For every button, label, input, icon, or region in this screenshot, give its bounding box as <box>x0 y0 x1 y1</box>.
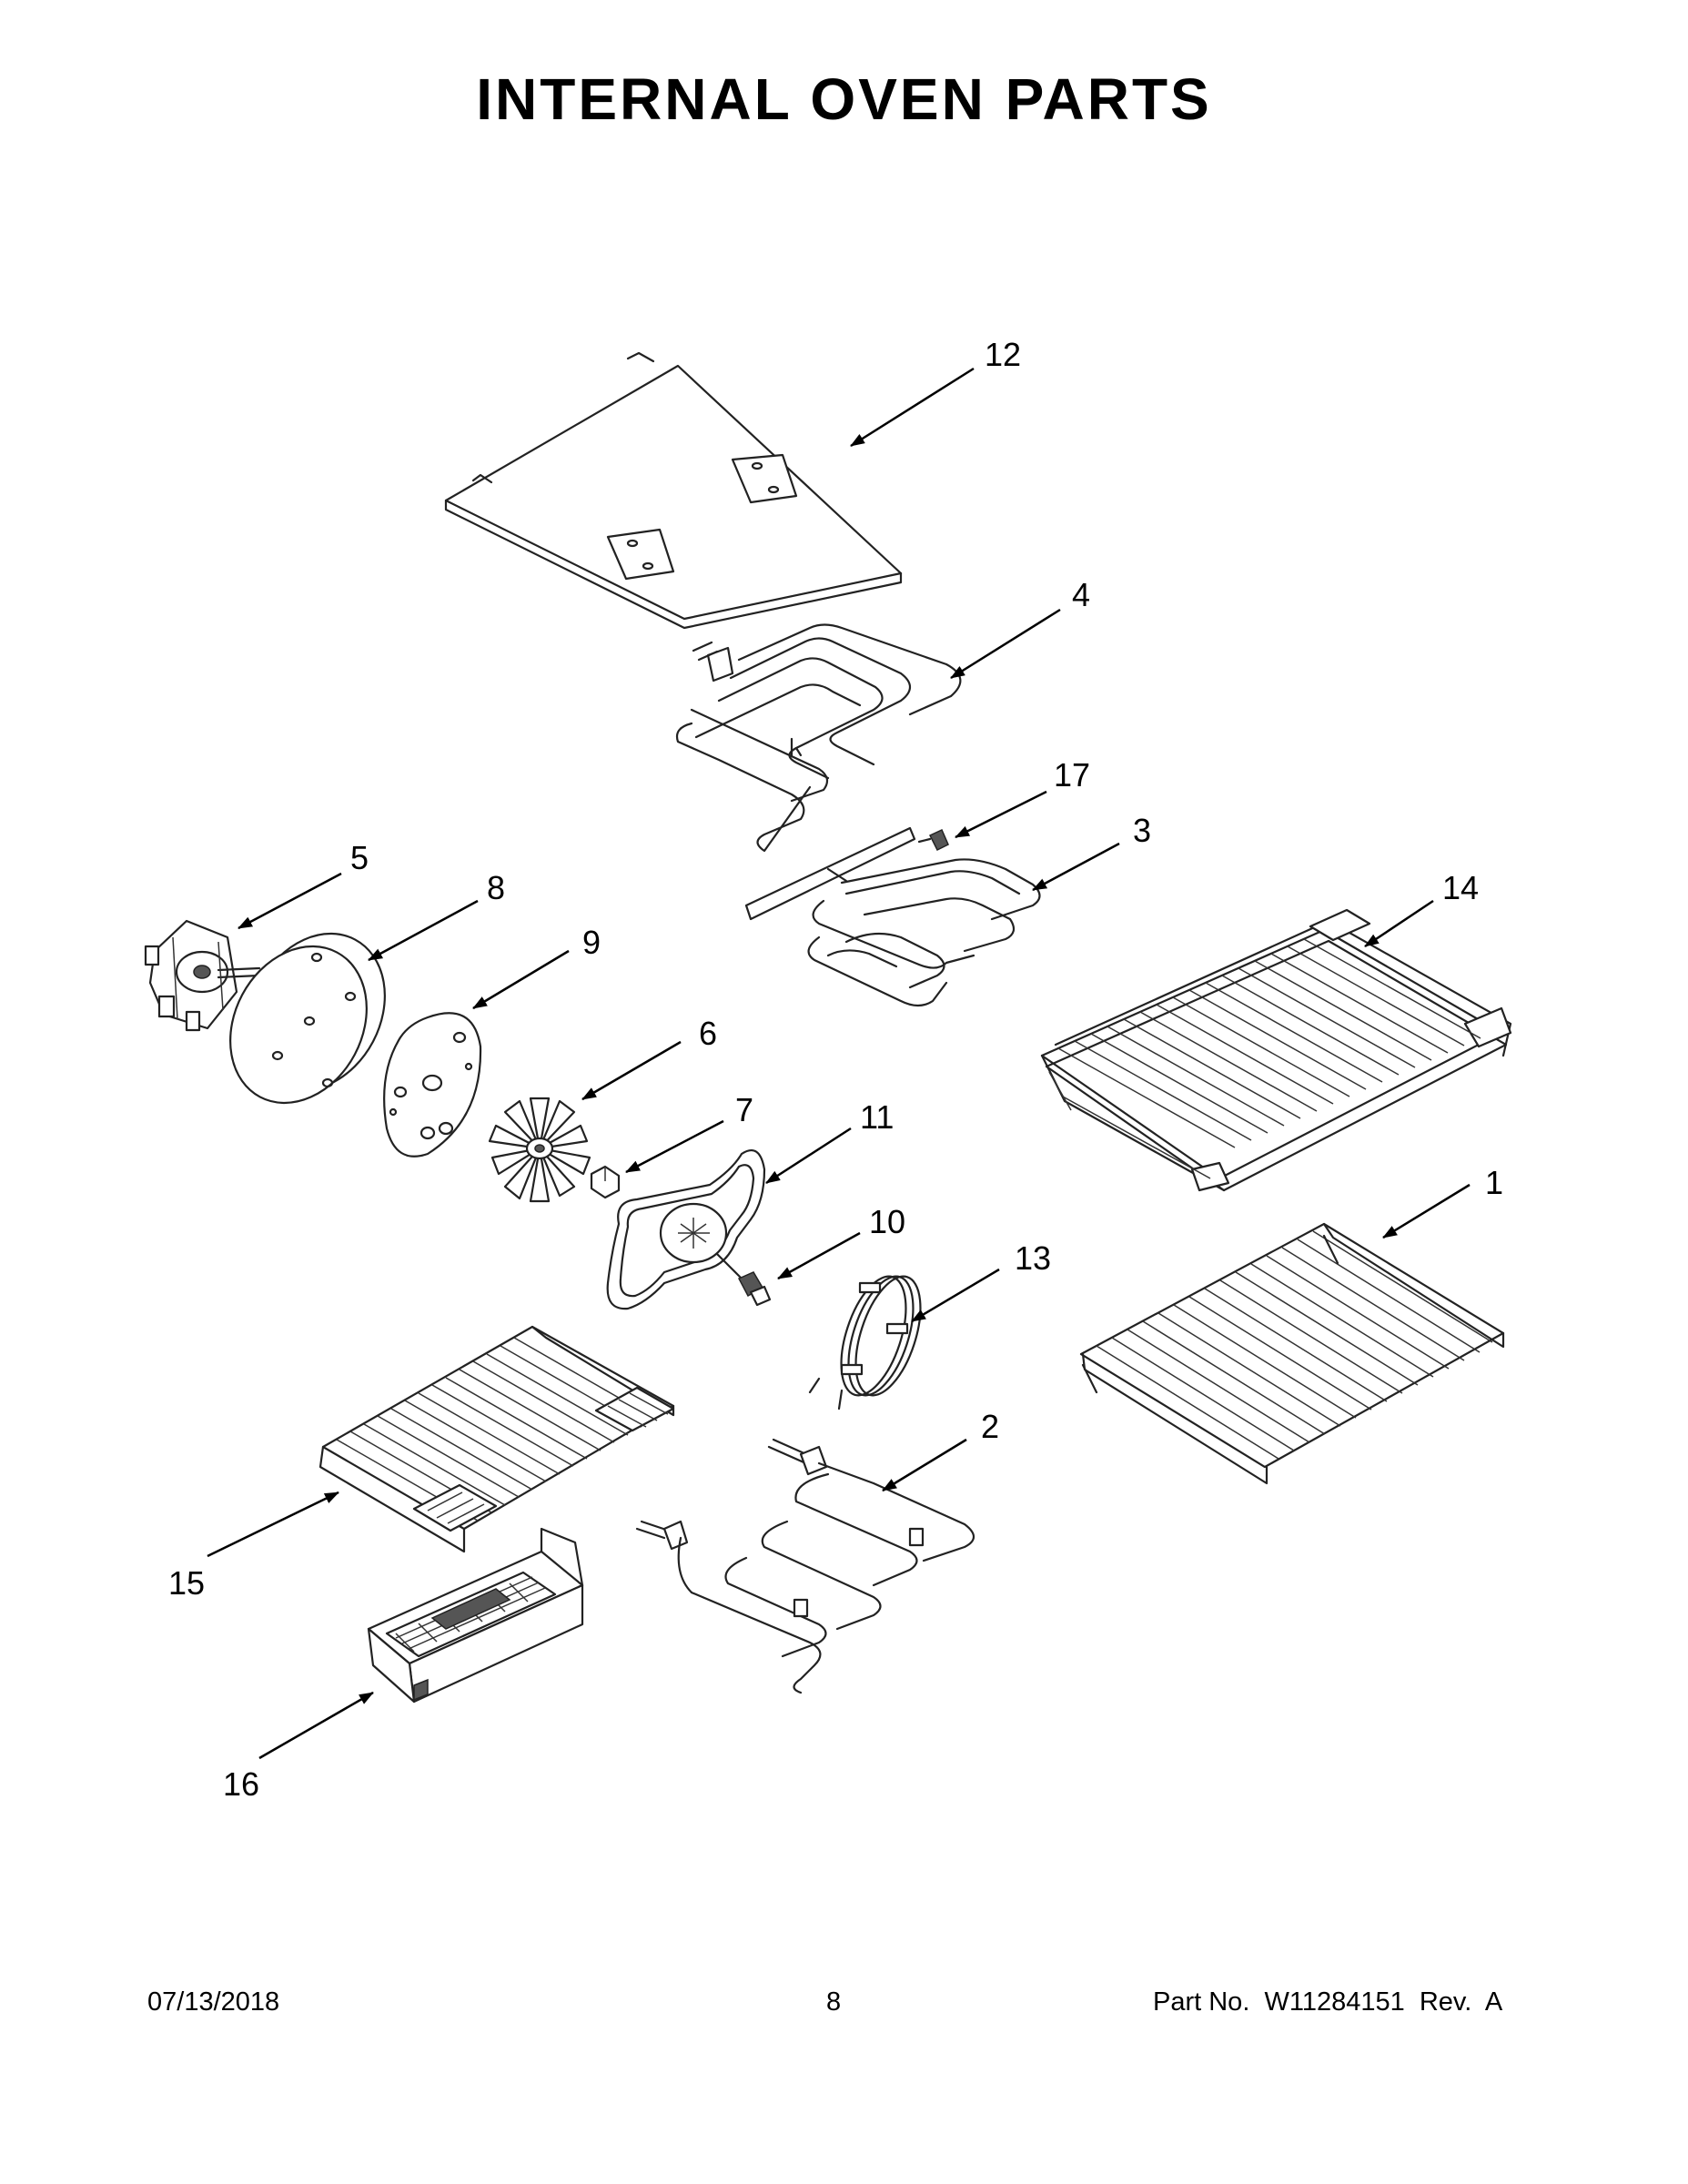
callout-17: 17 <box>955 756 1090 839</box>
part-5-convection-motor <box>144 919 261 1032</box>
callout-3: 3 <box>1032 812 1151 892</box>
part-7-fan-nut <box>590 1165 621 1199</box>
callout-1: 1 <box>1382 1164 1503 1239</box>
callout-6: 6 <box>581 1015 717 1101</box>
part-6-fan-blade <box>488 1097 591 1203</box>
part-13-convection-element <box>808 1275 922 1410</box>
callout-label: 15 <box>168 1564 205 1602</box>
callout-13: 13 <box>911 1239 1051 1323</box>
callout-2: 2 <box>882 1408 999 1492</box>
part-3-bake-element <box>744 826 1041 1007</box>
callout-14: 14 <box>1364 869 1479 948</box>
callout-15: 15 <box>168 1491 339 1602</box>
callout-5: 5 <box>238 839 369 930</box>
callout-10: 10 <box>777 1203 905 1280</box>
callout-label: 10 <box>869 1203 905 1240</box>
callout-label: 7 <box>735 1091 753 1128</box>
part-17-screw <box>917 828 949 852</box>
callout-label: 1 <box>1485 1164 1503 1201</box>
callout-label: 8 <box>487 869 505 906</box>
callout-label: 13 <box>1015 1239 1051 1277</box>
callout-label: 3 <box>1133 812 1151 849</box>
callout-4: 4 <box>950 576 1090 680</box>
callout-label: 12 <box>985 336 1021 373</box>
callout-9: 9 <box>472 924 601 1010</box>
part-8-insulation-disc <box>229 932 386 1105</box>
part-2-hidden-bake-element <box>635 1438 975 1694</box>
callout-label: 4 <box>1072 576 1090 613</box>
callout-label: 17 <box>1054 756 1090 794</box>
footer-page-number: 8 <box>826 1987 842 2017</box>
callout-label: 5 <box>350 839 369 876</box>
part-15-rack-with-griddle <box>318 1325 675 1553</box>
page-title: INTERNAL OVEN PARTS <box>476 66 1212 132</box>
part-9-fan-plate <box>383 1012 482 1158</box>
footer-part-number: Part No. W11284151 Rev. A <box>1153 1987 1503 2017</box>
footer-date: 07/13/2018 <box>147 1987 280 2017</box>
callout-label: 14 <box>1442 869 1479 906</box>
callout-label: 9 <box>582 924 601 961</box>
callout-label: 2 <box>981 1408 999 1445</box>
callout-8: 8 <box>368 869 505 962</box>
callout-12: 12 <box>850 336 1021 448</box>
part-4-broil-element <box>675 623 962 853</box>
part-16-griddle-tray <box>367 1527 584 1704</box>
callout-label: 11 <box>860 1098 894 1136</box>
part-10-bolt <box>715 1252 772 1307</box>
callout-11: 11 <box>765 1098 894 1185</box>
callout-16: 16 <box>223 1691 374 1803</box>
part-14-extension-rack <box>1040 908 1512 1192</box>
part-11-fan-baffle <box>606 1149 766 1310</box>
callout-label: 16 <box>223 1765 259 1803</box>
callout-7: 7 <box>625 1091 753 1174</box>
part-12-oven-top-panel <box>444 351 903 630</box>
callout-label: 6 <box>699 1015 717 1052</box>
part-1-oven-rack <box>1079 1222 1505 1485</box>
